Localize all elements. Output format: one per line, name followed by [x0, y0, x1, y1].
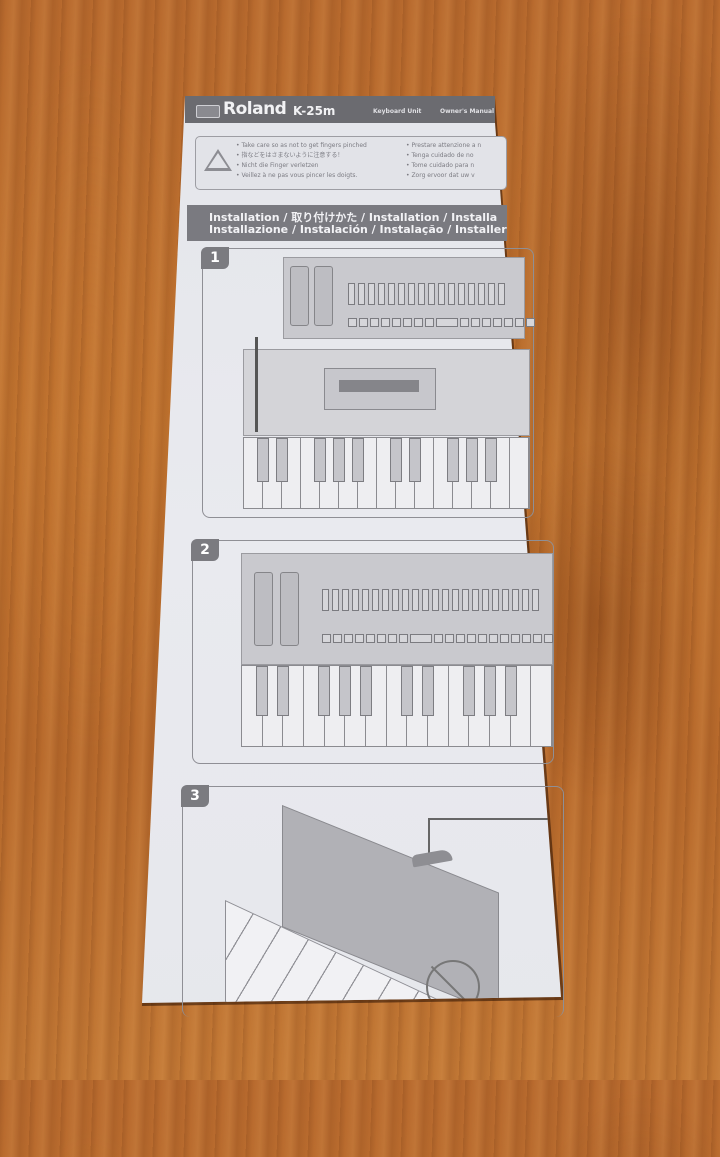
caution-pt: • Tome cuidado para n [406, 162, 475, 169]
step-2-badge: 2 [191, 539, 219, 561]
subtitle: Keyboard Unit [373, 108, 422, 115]
caution-de: • Nicht die Finger verletzen [236, 162, 319, 169]
mod-wheel [314, 266, 333, 326]
pitch-wheel [290, 266, 309, 326]
arrow-line-vertical [428, 818, 430, 856]
step-1-panel: 1 [201, 247, 535, 518]
sound-module-illustration [283, 257, 535, 339]
installation-title-2: Installazione / Instalación / Instalação… [209, 223, 507, 236]
caution-it: • Prestare attenzione a n [406, 142, 482, 149]
button-row [348, 318, 535, 327]
sliders [348, 283, 505, 305]
model-name: K-25m [293, 104, 336, 118]
prohibited-icon [426, 960, 480, 1003]
caution-right: • Prestare attenzione a n • Tenga cuidad… [406, 141, 481, 181]
step-1-badge: 1 [201, 247, 229, 269]
button-row [322, 634, 553, 643]
arrow-icon [255, 337, 258, 432]
caution-nl: • Zorg ervoor dat uw v [406, 172, 475, 179]
keyboard-chassis [243, 349, 530, 436]
manual-header: Roland K-25m Keyboard Unit Owner's Manua… [185, 96, 495, 123]
caution-ja: • 指などをはさまないように注意する！ [236, 152, 344, 159]
installation-title-1: Installation / 取り付けかた / Installation / I… [209, 211, 498, 224]
caution-fr: • Veillez à ne pas vous pincer les doigt… [236, 172, 358, 179]
step-2-panel: 2 [191, 539, 554, 764]
installation-title-band: Installation / 取り付けかた / Installation / I… [187, 205, 507, 241]
pinch-warning-icon [204, 149, 232, 171]
sliders [322, 589, 539, 611]
step-3-badge: 3 [181, 785, 209, 807]
keyboard-with-module-illustration [241, 553, 553, 665]
brand-name: Roland [223, 99, 287, 119]
roland-logo-icon [196, 105, 220, 118]
doc-type: Owner's Manual [440, 108, 495, 115]
keyboard-keys [241, 665, 553, 747]
pitch-wheel [254, 572, 273, 646]
caution-en: • Take care so as not to get fingers pin… [236, 142, 367, 149]
mod-wheel [280, 572, 299, 646]
keyboard-keys [243, 437, 530, 509]
step-3-panel: 3 [181, 785, 564, 1017]
caution-box: • Take care so as not to get fingers pin… [195, 136, 507, 190]
caution-left: • Take care so as not to get fingers pin… [236, 141, 367, 181]
step-3-illustration [0, 0, 720, 1080]
caution-es: • Tenga cuidado de no [406, 152, 474, 159]
rotate-arrow-icon [411, 848, 453, 868]
photo-scene: Roland K-25m Keyboard Unit Owner's Manua… [0, 0, 720, 1080]
arrow-line [428, 818, 548, 820]
